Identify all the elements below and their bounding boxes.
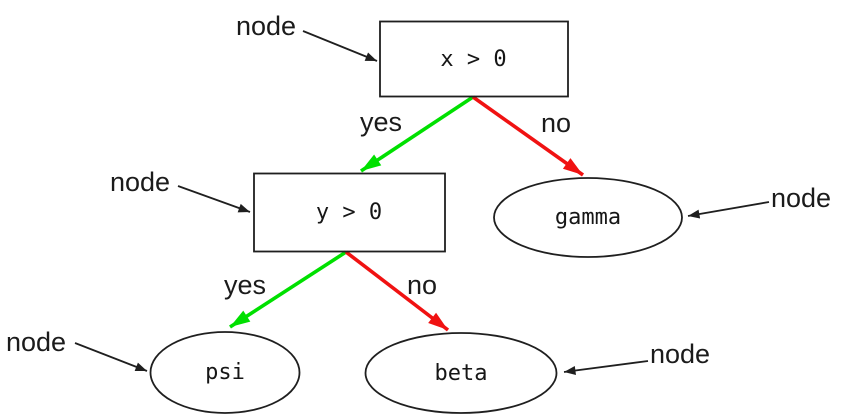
annotation-label-psi: node xyxy=(6,327,67,357)
node-label-beta: beta xyxy=(434,360,488,386)
edge-no-y-to-beta xyxy=(344,250,450,332)
edge-no-root-to-gamma xyxy=(471,95,585,177)
annotation-label-beta: node xyxy=(650,339,711,369)
node-label-x: x > 0 xyxy=(440,46,507,72)
edge-label-yes-bottom: yes xyxy=(223,270,267,300)
node-box-y xyxy=(253,172,446,253)
annotation-label-gamma: node xyxy=(771,183,832,213)
annotation-label-y: node xyxy=(110,167,171,197)
annotation-arrow-to-gamma xyxy=(687,201,770,219)
node-label-psi: psi xyxy=(205,360,245,385)
node-label-y: y > 0 xyxy=(315,200,383,225)
edge-yes-y-to-psi xyxy=(229,250,347,329)
annotation-arrow-to-x xyxy=(302,30,378,62)
node-box-x xyxy=(379,20,569,98)
node-ellipse-beta xyxy=(364,332,558,414)
node-ellipse-gamma xyxy=(493,177,683,258)
annotation-arrow-to-y xyxy=(177,185,251,213)
annotation-label-x: node xyxy=(236,11,297,41)
edge-yes-root-to-y xyxy=(360,95,474,173)
edge-label-no-bottom: no xyxy=(406,270,438,300)
edge-label-no-top: no xyxy=(540,108,572,138)
node-label-gamma: gamma xyxy=(554,205,622,230)
edge-label-yes-top: yes xyxy=(359,107,403,137)
node-ellipse-psi xyxy=(149,331,301,414)
annotation-arrow-to-beta xyxy=(563,360,649,375)
annotation-arrow-to-psi xyxy=(74,342,148,372)
